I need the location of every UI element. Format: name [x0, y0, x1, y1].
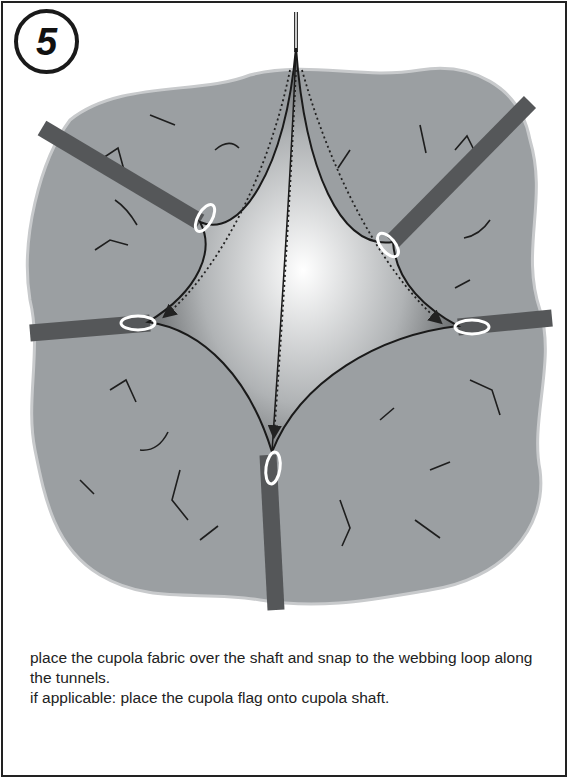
- instruction-text: if applicable: place the cupola flag ont…: [30, 688, 542, 708]
- step-number: 5: [36, 23, 57, 61]
- step-number-circle: 5: [14, 9, 79, 74]
- instruction-text: place the cupola fabric over the shaft a…: [30, 648, 542, 688]
